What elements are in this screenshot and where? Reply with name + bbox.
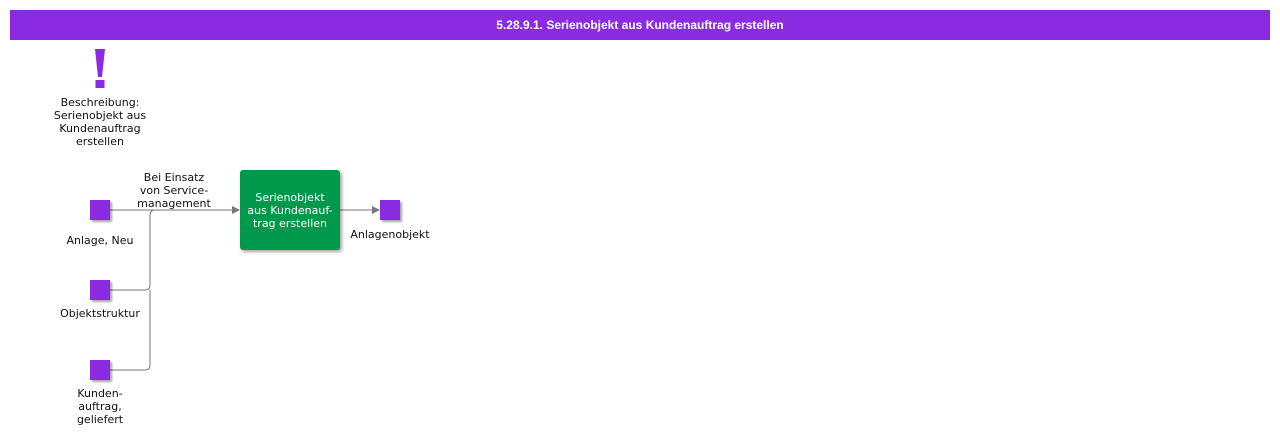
- description-label: Beschreibung: Serienobjekt aus Kundenauf…: [53, 96, 147, 148]
- input-node-kundenauftrag[interactable]: [90, 360, 110, 380]
- function-box[interactable]: Serienobjekt aus Kundenauf- trag erstell…: [240, 170, 340, 250]
- input-label-anlage-neu: Anlage, Neu: [66, 234, 134, 247]
- input-label-objektstruktur: Objektstruktur: [60, 307, 140, 320]
- output-label-anlagenobjekt: Anlagenobjekt: [350, 228, 430, 241]
- edge-objektstruktur-merge: [110, 209, 156, 291]
- edge-kundenauftrag-merge: [110, 290, 151, 371]
- output-node-anlagenobjekt[interactable]: [380, 200, 400, 220]
- input-label-kundenauftrag: Kunden- auftrag, geliefert: [76, 387, 124, 426]
- input-node-objektstruktur[interactable]: [90, 280, 110, 300]
- diagram-title: 5.28.9.1. Serienobjekt aus Kundenauftrag…: [10, 10, 1270, 40]
- function-label: Serienobjekt aus Kundenauf- trag erstell…: [247, 190, 333, 230]
- input-node-anlage-neu[interactable]: [90, 200, 110, 220]
- edge-label: Bei Einsatz von Service- management: [137, 171, 211, 210]
- exclamation-icon: [95, 49, 105, 88]
